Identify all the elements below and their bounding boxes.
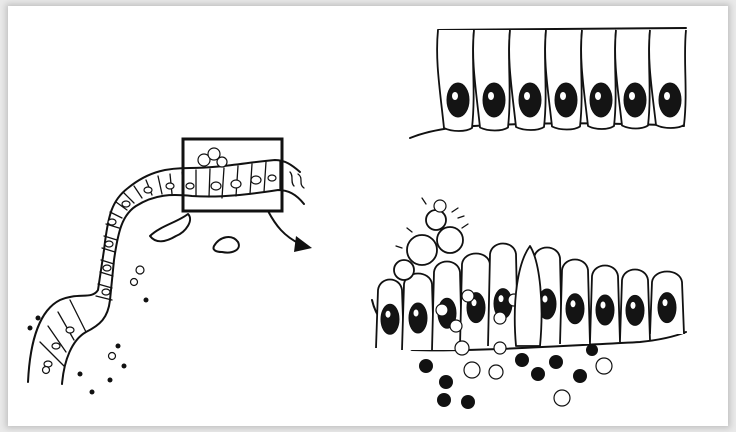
nucleolus (543, 296, 548, 303)
cell-nucleus (483, 83, 505, 117)
columnar-cells (437, 30, 686, 131)
magnification-box (183, 139, 282, 211)
nucleolus (499, 295, 504, 302)
nucleolus (488, 92, 494, 100)
cell-nucleus (409, 303, 427, 333)
cell-nucleus (626, 295, 644, 325)
inflamed-epithelium-panel (372, 198, 686, 409)
cell-nucleus (624, 83, 646, 117)
intraepithelial-cell (462, 290, 474, 302)
overview-cell-dividers (40, 161, 280, 366)
cell-nucleus (519, 83, 541, 117)
intraepithelial-cell (450, 320, 462, 332)
cell-nucleus (659, 83, 681, 117)
cell-nucleus (381, 304, 399, 334)
nucleolus (629, 92, 635, 100)
apical-border (438, 28, 686, 30)
nucleolus (560, 92, 566, 100)
cilia-strands (290, 172, 304, 188)
nucleolus (386, 311, 391, 318)
overview-nuclei (44, 148, 276, 367)
intraepithelial-cell (494, 312, 506, 324)
nucleolus (414, 310, 419, 317)
vessel-outline-2 (213, 237, 238, 252)
zoom-arrow-shaft (268, 211, 300, 244)
nucleolus (664, 92, 670, 100)
cell-nucleus (566, 294, 584, 324)
cell-nucleus (658, 293, 676, 323)
nucleolus (595, 92, 601, 100)
nucleolus (524, 92, 530, 100)
nucleolus (601, 302, 606, 309)
normal-epithelium-panel (410, 28, 686, 138)
nucleolus (631, 302, 636, 309)
cell-nucleus (447, 83, 469, 117)
nucleolus (571, 300, 576, 307)
nucleolus (663, 299, 668, 306)
cell-nucleus (596, 295, 614, 325)
cell-nucleus (555, 83, 577, 117)
overview-panel (28, 139, 313, 395)
nucleolus (452, 92, 458, 100)
intraepithelial-cell (436, 304, 448, 316)
cell-nucleus (590, 83, 612, 117)
vessel-outline-1 (150, 214, 190, 241)
zoom-arrow-head (294, 236, 312, 252)
